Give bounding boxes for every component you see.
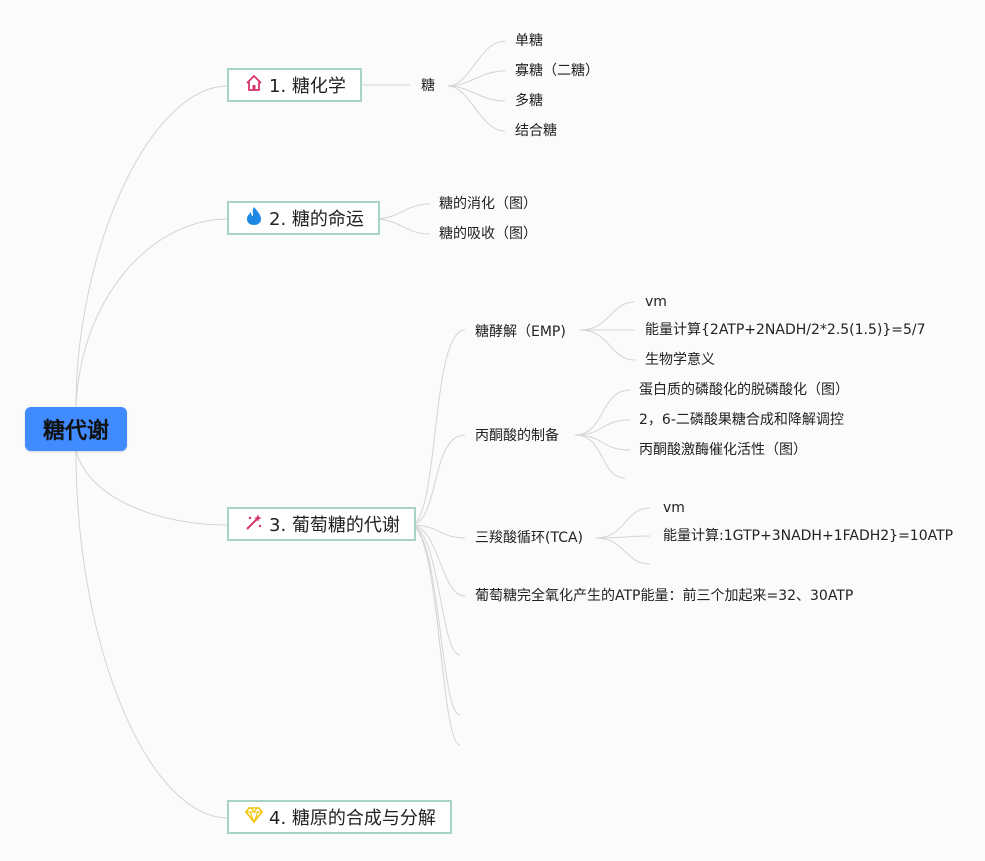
node-pyruvate-kinase[interactable]: 丙酮酸激酶催化活性（图） [639, 442, 807, 458]
topic-label: 2. 糖的命运 [269, 209, 364, 230]
sparkle-icon [245, 513, 263, 535]
node-digestion[interactable]: 糖的消化（图） [439, 196, 537, 212]
node-tca-energy[interactable]: 能量计算:1GTP+3NADH+1FADH2}=10ATP [663, 528, 954, 544]
topic-sugar-fate[interactable]: 2. 糖的命运 [227, 201, 380, 235]
node-f26bp-regulation[interactable]: 2，6-二磷酸果糖合成和降解调控 [639, 412, 844, 428]
node-polysaccharide[interactable]: 多糖 [515, 93, 543, 109]
node-monosaccharide[interactable]: 单糖 [515, 33, 543, 49]
diamond-icon [244, 806, 264, 828]
root-label: 糖代谢 [42, 419, 109, 444]
edge-root-t1 [75, 85, 229, 408]
root-topic[interactable]: 糖代谢 [25, 407, 127, 451]
node-tca-vm[interactable]: vm [663, 500, 685, 516]
fire-icon [245, 206, 263, 230]
node-protein-phosphorylation[interactable]: 蛋白质的磷酸化的脱磷酸化（图） [639, 382, 849, 398]
edge-root-t2 [75, 218, 229, 408]
node-oligosaccharide[interactable]: 寡糖（二糖） [515, 63, 599, 79]
topic-sugar-chemistry[interactable]: 1. 糖化学 [227, 68, 362, 102]
edge-root-t4 [75, 450, 229, 819]
topic-label: 1. 糖化学 [269, 76, 346, 97]
node-sugar[interactable]: 糖 [421, 78, 435, 94]
edge-root-t3 [75, 450, 229, 526]
node-emp-energy[interactable]: 能量计算{2ATP+2NADH/2*2.5(1.5)}=5/7 [645, 322, 926, 338]
topic-label: 4. 糖原的合成与分解 [269, 808, 436, 829]
node-emp-significance[interactable]: 生物学意义 [645, 352, 715, 368]
node-glycolysis[interactable]: 糖酵解（EMP) [475, 324, 566, 340]
house-icon [245, 74, 263, 96]
node-pyruvate-prep[interactable]: 丙酮酸的制备 [475, 428, 559, 444]
node-total-atp[interactable]: 葡萄糖完全氧化产生的ATP能量：前三个加起来=32、30ATP [475, 588, 854, 604]
node-absorption[interactable]: 糖的吸收（图） [439, 226, 537, 242]
topic-glucose-metabolism[interactable]: 3. 葡萄糖的代谢 [227, 507, 416, 541]
topic-label: 3. 葡萄糖的代谢 [269, 515, 400, 536]
node-emp-vm[interactable]: vm [645, 294, 667, 310]
node-conjugated-sugar[interactable]: 结合糖 [515, 123, 557, 139]
node-tca-cycle[interactable]: 三羧酸循环(TCA) [475, 530, 584, 546]
topic-glycogen[interactable]: 4. 糖原的合成与分解 [227, 800, 452, 834]
